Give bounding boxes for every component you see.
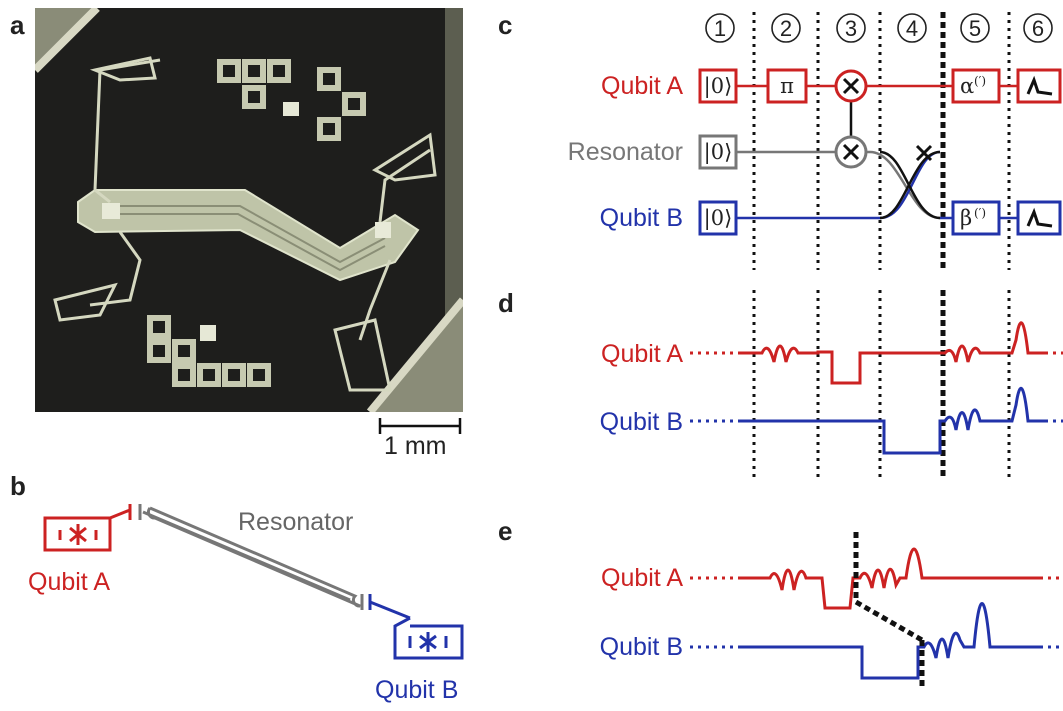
chip-micrograph [35,8,463,412]
init-gate-resonator-label: |0⟩ [704,140,733,165]
init-gate-qubit-a-label: |0⟩ [704,74,733,99]
step-number: 3 [845,16,857,41]
alpha-gate-superscript: (′) [974,74,986,88]
step-numbers: 1 2 3 4 5 6 [705,13,1053,43]
qubit-b-circuit [368,594,464,660]
qubit-a-label: Qubit A [28,568,110,596]
step-circle [836,13,866,43]
decay-cross-icon [915,144,933,162]
beta-gate [951,200,1001,236]
panel-d-qubit-b-waveform [740,386,1045,455]
step-number: 1 [714,16,726,41]
step-number: 5 [969,16,981,41]
pi-gate [766,68,808,104]
alpha-gate [951,68,1001,104]
panel-d-qubit-a-waveform [740,321,1045,385]
panel-b-letter: b [10,471,26,501]
pi-gate-label: π [780,74,794,98]
init-gate-qubit-b-label: |0⟩ [704,206,733,231]
step-dividers [752,12,1011,270]
panel-e-qubit-a-label: Qubit A [601,564,683,592]
step-number: 4 [906,16,918,41]
panel-e-qubit-a-waveform [740,547,1040,610]
measure-gate-qubit-a [1016,68,1062,104]
panel-c-letter: c [498,10,512,40]
scale-bar-label: 1 mm [384,432,447,460]
panel-e-letter: e [498,516,512,546]
init-gate-qubit-a [698,68,738,104]
step-circle [897,13,927,43]
swap-gate-resonator [834,135,868,169]
step-number: 2 [780,16,792,41]
step-number: 6 [1032,16,1044,41]
beta-gate-label: β [960,206,972,230]
step-circle [705,13,735,43]
panel-e-qubit-b-label: Qubit B [600,633,683,661]
resonator-label: Resonator [238,508,353,536]
row-label-qubit-b: Qubit B [600,204,683,232]
step-circle [960,13,990,43]
measure-gate-qubit-b [1016,200,1062,236]
resonator-line [138,504,364,610]
panel-a-letter: a [10,10,25,40]
alpha-gate-label: α [960,74,974,98]
scale-bar: 1 mm [378,418,462,460]
panel-d-qubit-b-label: Qubit B [600,408,683,436]
beta-gate-superscript: (′) [974,206,986,220]
init-gate-resonator [698,134,738,170]
qubit-a-circuit [43,504,132,552]
init-gate-qubit-b [698,200,738,236]
panel-d-qubit-a-label: Qubit A [601,340,683,368]
step-circle [1023,13,1053,43]
panel-e-qubit-b-waveform [740,602,1040,680]
qubit-b-label: Qubit B [375,676,458,704]
panel-d-letter: d [498,288,514,318]
step-circle [771,13,801,43]
panel-e-timing-marker [853,532,925,690]
row-label-resonator: Resonator [568,138,683,166]
swap-path-down [879,150,941,220]
panel-d-dividers [752,290,1011,480]
row-label-qubit-a: Qubit A [601,72,683,100]
swap-gate-qubit-a [834,69,868,103]
